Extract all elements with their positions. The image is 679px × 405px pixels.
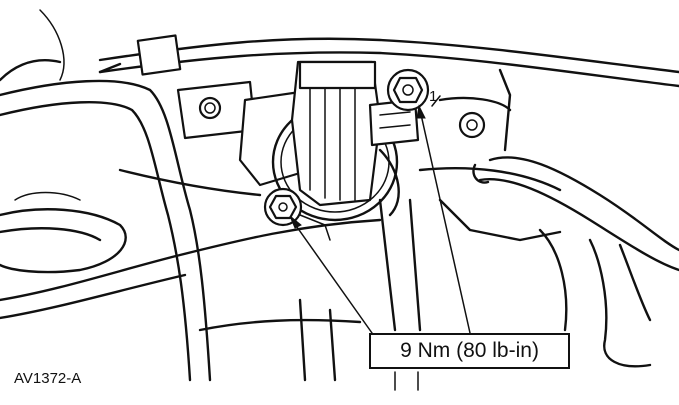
item-number-1: 1 (429, 88, 438, 105)
figure-id-label: AV1372-A (14, 370, 82, 387)
torque-callout: 9 Nm (80 lb-in) (369, 333, 570, 369)
